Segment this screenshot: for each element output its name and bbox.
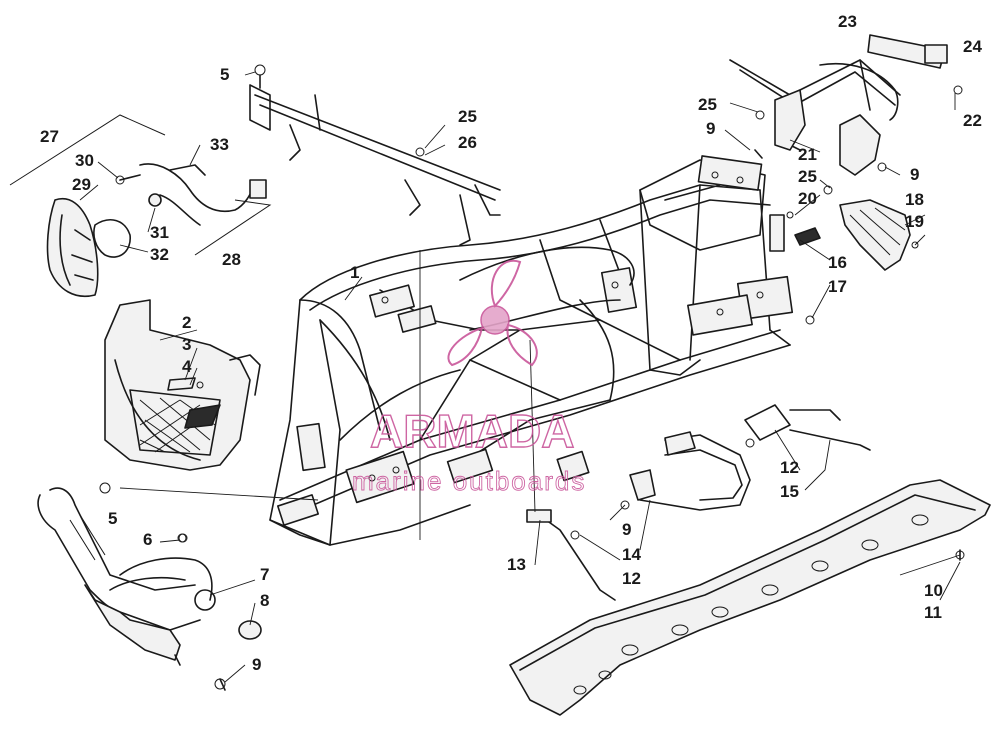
callout-32: 32: [150, 245, 169, 264]
callout-17: 17: [828, 277, 847, 296]
callout-12b: 12: [622, 569, 641, 588]
callout-19: 19: [905, 212, 924, 231]
callout-13: 13: [507, 555, 526, 574]
callout-14: 14: [622, 545, 641, 564]
callout-31: 31: [150, 223, 169, 242]
callout-9d: 9: [622, 520, 631, 539]
headlight-assembly: [9, 114, 272, 297]
callout-18: 18: [905, 190, 924, 209]
callout-5: 5: [220, 65, 229, 84]
rear-guard: [794, 199, 919, 325]
callout-29: 29: [72, 175, 91, 194]
callout-24: 24: [963, 37, 982, 56]
callout-25a: 25: [458, 107, 477, 126]
callout-1: 1: [350, 263, 359, 282]
watermark-tagline: marine outboards: [352, 466, 586, 496]
callout-8: 8: [260, 591, 269, 610]
callout-22: 22: [963, 111, 982, 130]
callout-28: 28: [222, 250, 241, 269]
callout-23: 23: [838, 12, 857, 31]
callout-5b: 5: [108, 509, 117, 528]
callout-30: 30: [75, 151, 94, 170]
hardware: [99, 147, 425, 691]
callout-26: 26: [458, 133, 477, 152]
watermark-logo-icon: [447, 259, 538, 367]
callout-6: 6: [143, 530, 152, 549]
callout-4: 4: [182, 357, 192, 376]
leader-lines: [79, 71, 961, 683]
skid-plate: [509, 479, 991, 716]
callout-27: 27: [40, 127, 59, 146]
foot-bracket: [629, 404, 871, 511]
callout-25c: 25: [798, 167, 817, 186]
callout-9c: 9: [910, 165, 919, 184]
callout-9a: 9: [252, 655, 261, 674]
watermark-brand: ARMADA: [370, 405, 574, 457]
callout-2: 2: [182, 313, 191, 332]
callout-3: 3: [182, 335, 191, 354]
callout-10: 10: [924, 581, 943, 600]
callout-25b: 25: [698, 95, 717, 114]
callout-16: 16: [828, 253, 847, 272]
callout-33: 33: [210, 135, 229, 154]
rear-rack: [729, 34, 963, 219]
callout-12a: 12: [780, 458, 799, 477]
callout-15: 15: [780, 482, 799, 501]
callout-11: 11: [924, 603, 942, 622]
callout-20: 20: [798, 189, 817, 208]
callout-9b: 9: [706, 119, 715, 138]
callout-7: 7: [260, 565, 269, 584]
front-bumper: [37, 487, 262, 666]
main-frame: [269, 155, 794, 546]
brake-rod: [526, 500, 630, 601]
callouts: 1 2 3 4 5 5 6 7 8 9 9 9 9 10 11 12 12 13…: [40, 12, 982, 674]
callout-21: 21: [798, 145, 817, 164]
front-fender: [104, 299, 261, 471]
front-rack-bar: [249, 64, 501, 246]
watermark: ARMADA marine outboards: [352, 259, 586, 496]
